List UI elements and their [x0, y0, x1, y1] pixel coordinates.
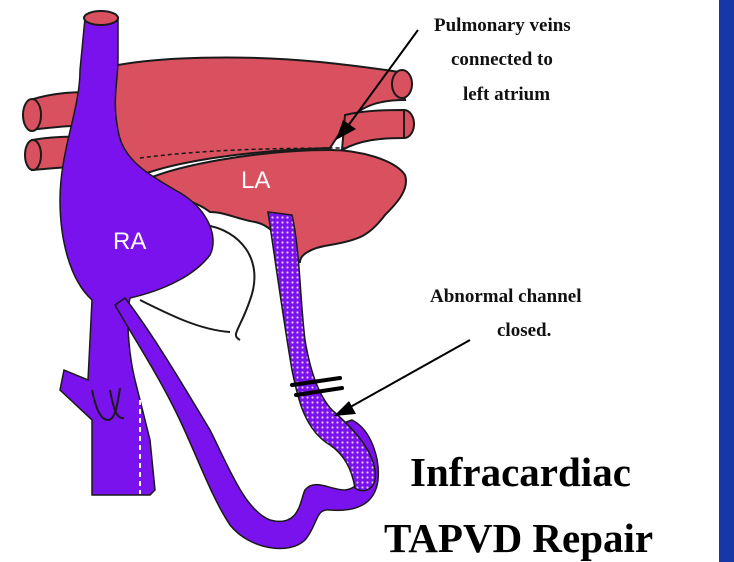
vein-end-right-top: [392, 70, 412, 98]
svc-opening: [84, 11, 118, 25]
title-line-2: TAPVD Repair: [384, 515, 653, 561]
annotation-abnormal-channel-line1: Abnormal channel: [430, 286, 582, 307]
side-bar: [719, 0, 734, 562]
annotation-pulmonary-veins-line3: left atrium: [463, 84, 550, 105]
label-la: LA: [241, 167, 270, 194]
vein-end-left-upper: [23, 99, 41, 131]
label-ra: RA: [113, 228, 146, 255]
annotation-abnormal-channel-line2: closed.: [497, 320, 551, 341]
annotation-pulmonary-veins-line2: connected to: [451, 49, 553, 70]
vein-end-left-lower: [25, 140, 41, 170]
title-line-1: Infracardiac: [410, 449, 631, 495]
annotation-pulmonary-veins-line1: Pulmonary veins: [434, 15, 571, 36]
